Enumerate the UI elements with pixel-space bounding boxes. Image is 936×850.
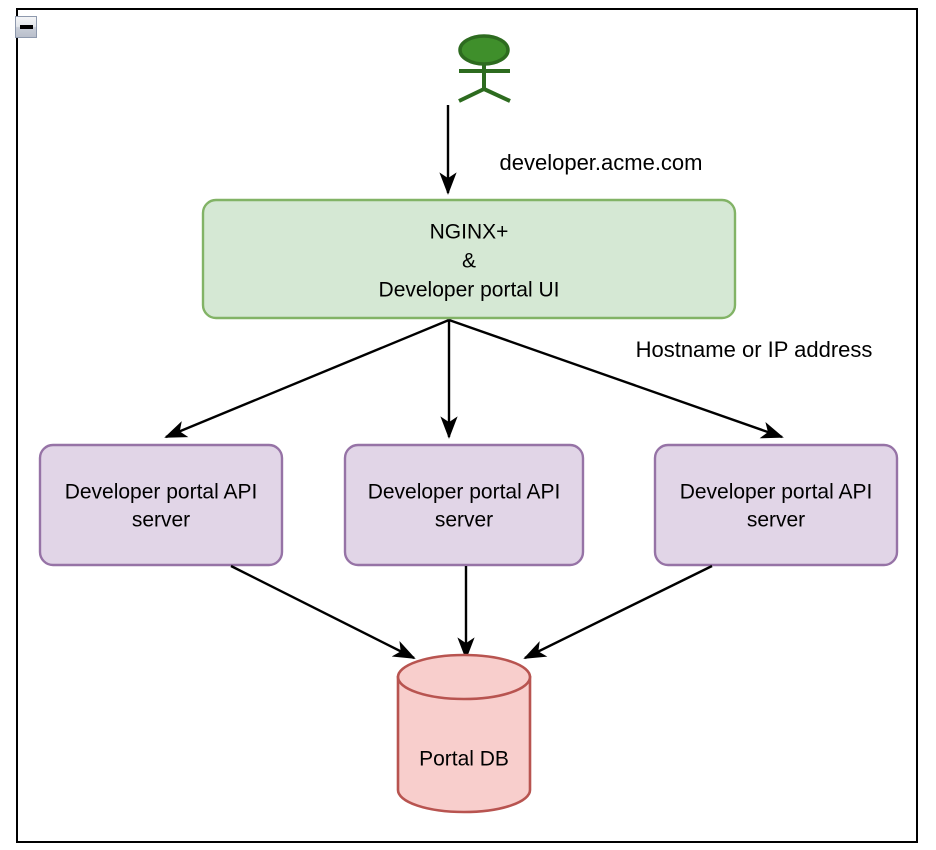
edge-api-server-1-to-db	[230, 564, 416, 660]
edge-label-hostname-or-ip-address: Hostname or IP address	[636, 337, 873, 362]
minus-icon	[19, 25, 33, 29]
user-actor	[458, 34, 511, 103]
node-nginx-line-3: Developer portal UI	[379, 279, 560, 302]
node-portal-db-top-icon	[396, 653, 532, 701]
edge-api-server-3-to-db	[523, 564, 713, 660]
node-nginx-developer-portal-ui[interactable]: NGINX+ & Developer portal UI	[201, 198, 737, 320]
node-api-server-2[interactable]: Developer portal API server	[343, 443, 585, 567]
node-api-server-3-line-1: Developer portal API	[680, 481, 873, 504]
node-api-server-3[interactable]: Developer portal API server	[653, 443, 899, 567]
node-api-server-2-line-1: Developer portal API	[368, 481, 561, 504]
edge-nginx-to-api-server-1	[164, 318, 450, 439]
node-portal-db-label: Portal DB	[419, 748, 509, 771]
node-nginx-line-2: &	[462, 250, 476, 273]
node-api-server-3-shape	[653, 443, 899, 567]
actor-leg-right	[483, 87, 511, 103]
edge-label-developer-acme-com: developer.acme.com	[500, 150, 703, 175]
node-api-server-1-shape	[38, 443, 284, 567]
node-api-server-1[interactable]: Developer portal API server	[38, 443, 284, 567]
node-api-server-2-shape	[343, 443, 585, 567]
node-api-server-1-line-2: server	[132, 509, 190, 532]
edge-nginx-to-api-server-3	[448, 318, 784, 439]
node-api-server-2-line-2: server	[435, 509, 493, 532]
node-api-server-3-line-2: server	[747, 509, 805, 532]
node-nginx-line-1: NGINX+	[430, 221, 509, 244]
node-nginx-shape	[201, 198, 737, 320]
actor-head-icon	[458, 34, 510, 66]
node-portal-db[interactable]: Portal DB	[396, 653, 532, 814]
node-api-server-1-line-1: Developer portal API	[65, 481, 258, 504]
collapse-icon[interactable]	[15, 16, 37, 38]
node-portal-db-body	[396, 675, 532, 814]
actor-leg-left	[458, 87, 485, 103]
